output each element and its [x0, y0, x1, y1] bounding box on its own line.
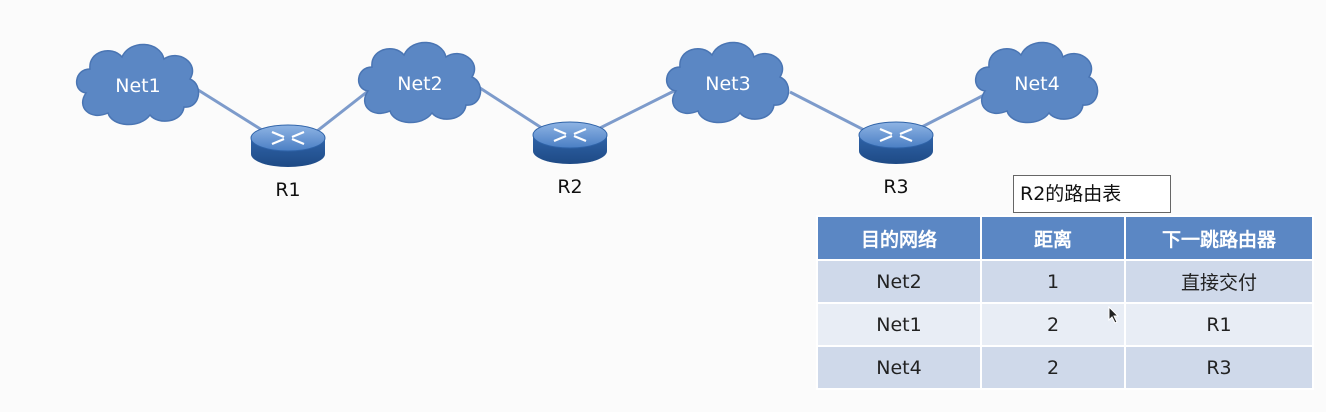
router-label: R1	[275, 179, 300, 201]
cell-next-hop: R1	[1124, 302, 1314, 347]
router-r3: R3	[858, 121, 934, 198]
link-r2-net3	[589, 86, 681, 135]
cloud-net4: Net4	[974, 41, 1099, 124]
cloud-label: Net4	[1014, 73, 1059, 95]
router-icon	[858, 121, 934, 164]
table-row: Net4 2 R3	[816, 345, 1314, 390]
routing-table-caption: R2的路由表	[1013, 175, 1171, 213]
routing-table: 目的网络 距离 下一跳路由器 Net2 1 直接交付 Net1 2 R1 Net…	[816, 215, 1314, 390]
router-r1: R1	[250, 124, 326, 201]
link-r3-net4	[911, 90, 991, 134]
cloud-label: Net1	[115, 75, 160, 97]
router-icon	[532, 121, 608, 164]
table-header-row: 目的网络 距离 下一跳路由器	[816, 215, 1314, 261]
link-net3-r3	[789, 90, 871, 135]
link-net2-r2	[479, 86, 549, 134]
cell-distance: 2	[980, 345, 1126, 390]
cell-next-hop: R3	[1124, 345, 1314, 390]
cloud-net3: Net3	[665, 41, 790, 124]
cloud-label: Net2	[397, 73, 442, 95]
cell-distance: 2	[980, 302, 1126, 347]
cloud-net2: Net2	[357, 41, 482, 124]
link-net1-r1	[194, 86, 263, 132]
cell-destination: Net1	[816, 302, 982, 347]
mouse-cursor-icon	[1108, 306, 1120, 324]
link-r1-net2	[311, 86, 373, 137]
cell-next-hop: 直接交付	[1124, 259, 1314, 304]
router-icon	[250, 124, 326, 167]
router-label: R2	[557, 176, 582, 198]
cell-destination: Net2	[816, 259, 982, 304]
header-destination: 目的网络	[816, 215, 982, 261]
header-next-hop: 下一跳路由器	[1124, 215, 1314, 261]
table-row: Net1 2 R1	[816, 302, 1314, 347]
cell-destination: Net4	[816, 345, 982, 390]
router-r2: R2	[532, 121, 608, 198]
cloud-net1: Net1	[75, 43, 200, 126]
cloud-label: Net3	[705, 73, 750, 95]
header-distance: 距离	[980, 215, 1126, 261]
table-row: Net2 1 直接交付	[816, 259, 1314, 304]
router-label: R3	[883, 176, 908, 198]
cell-distance: 1	[980, 259, 1126, 304]
links	[194, 86, 991, 137]
